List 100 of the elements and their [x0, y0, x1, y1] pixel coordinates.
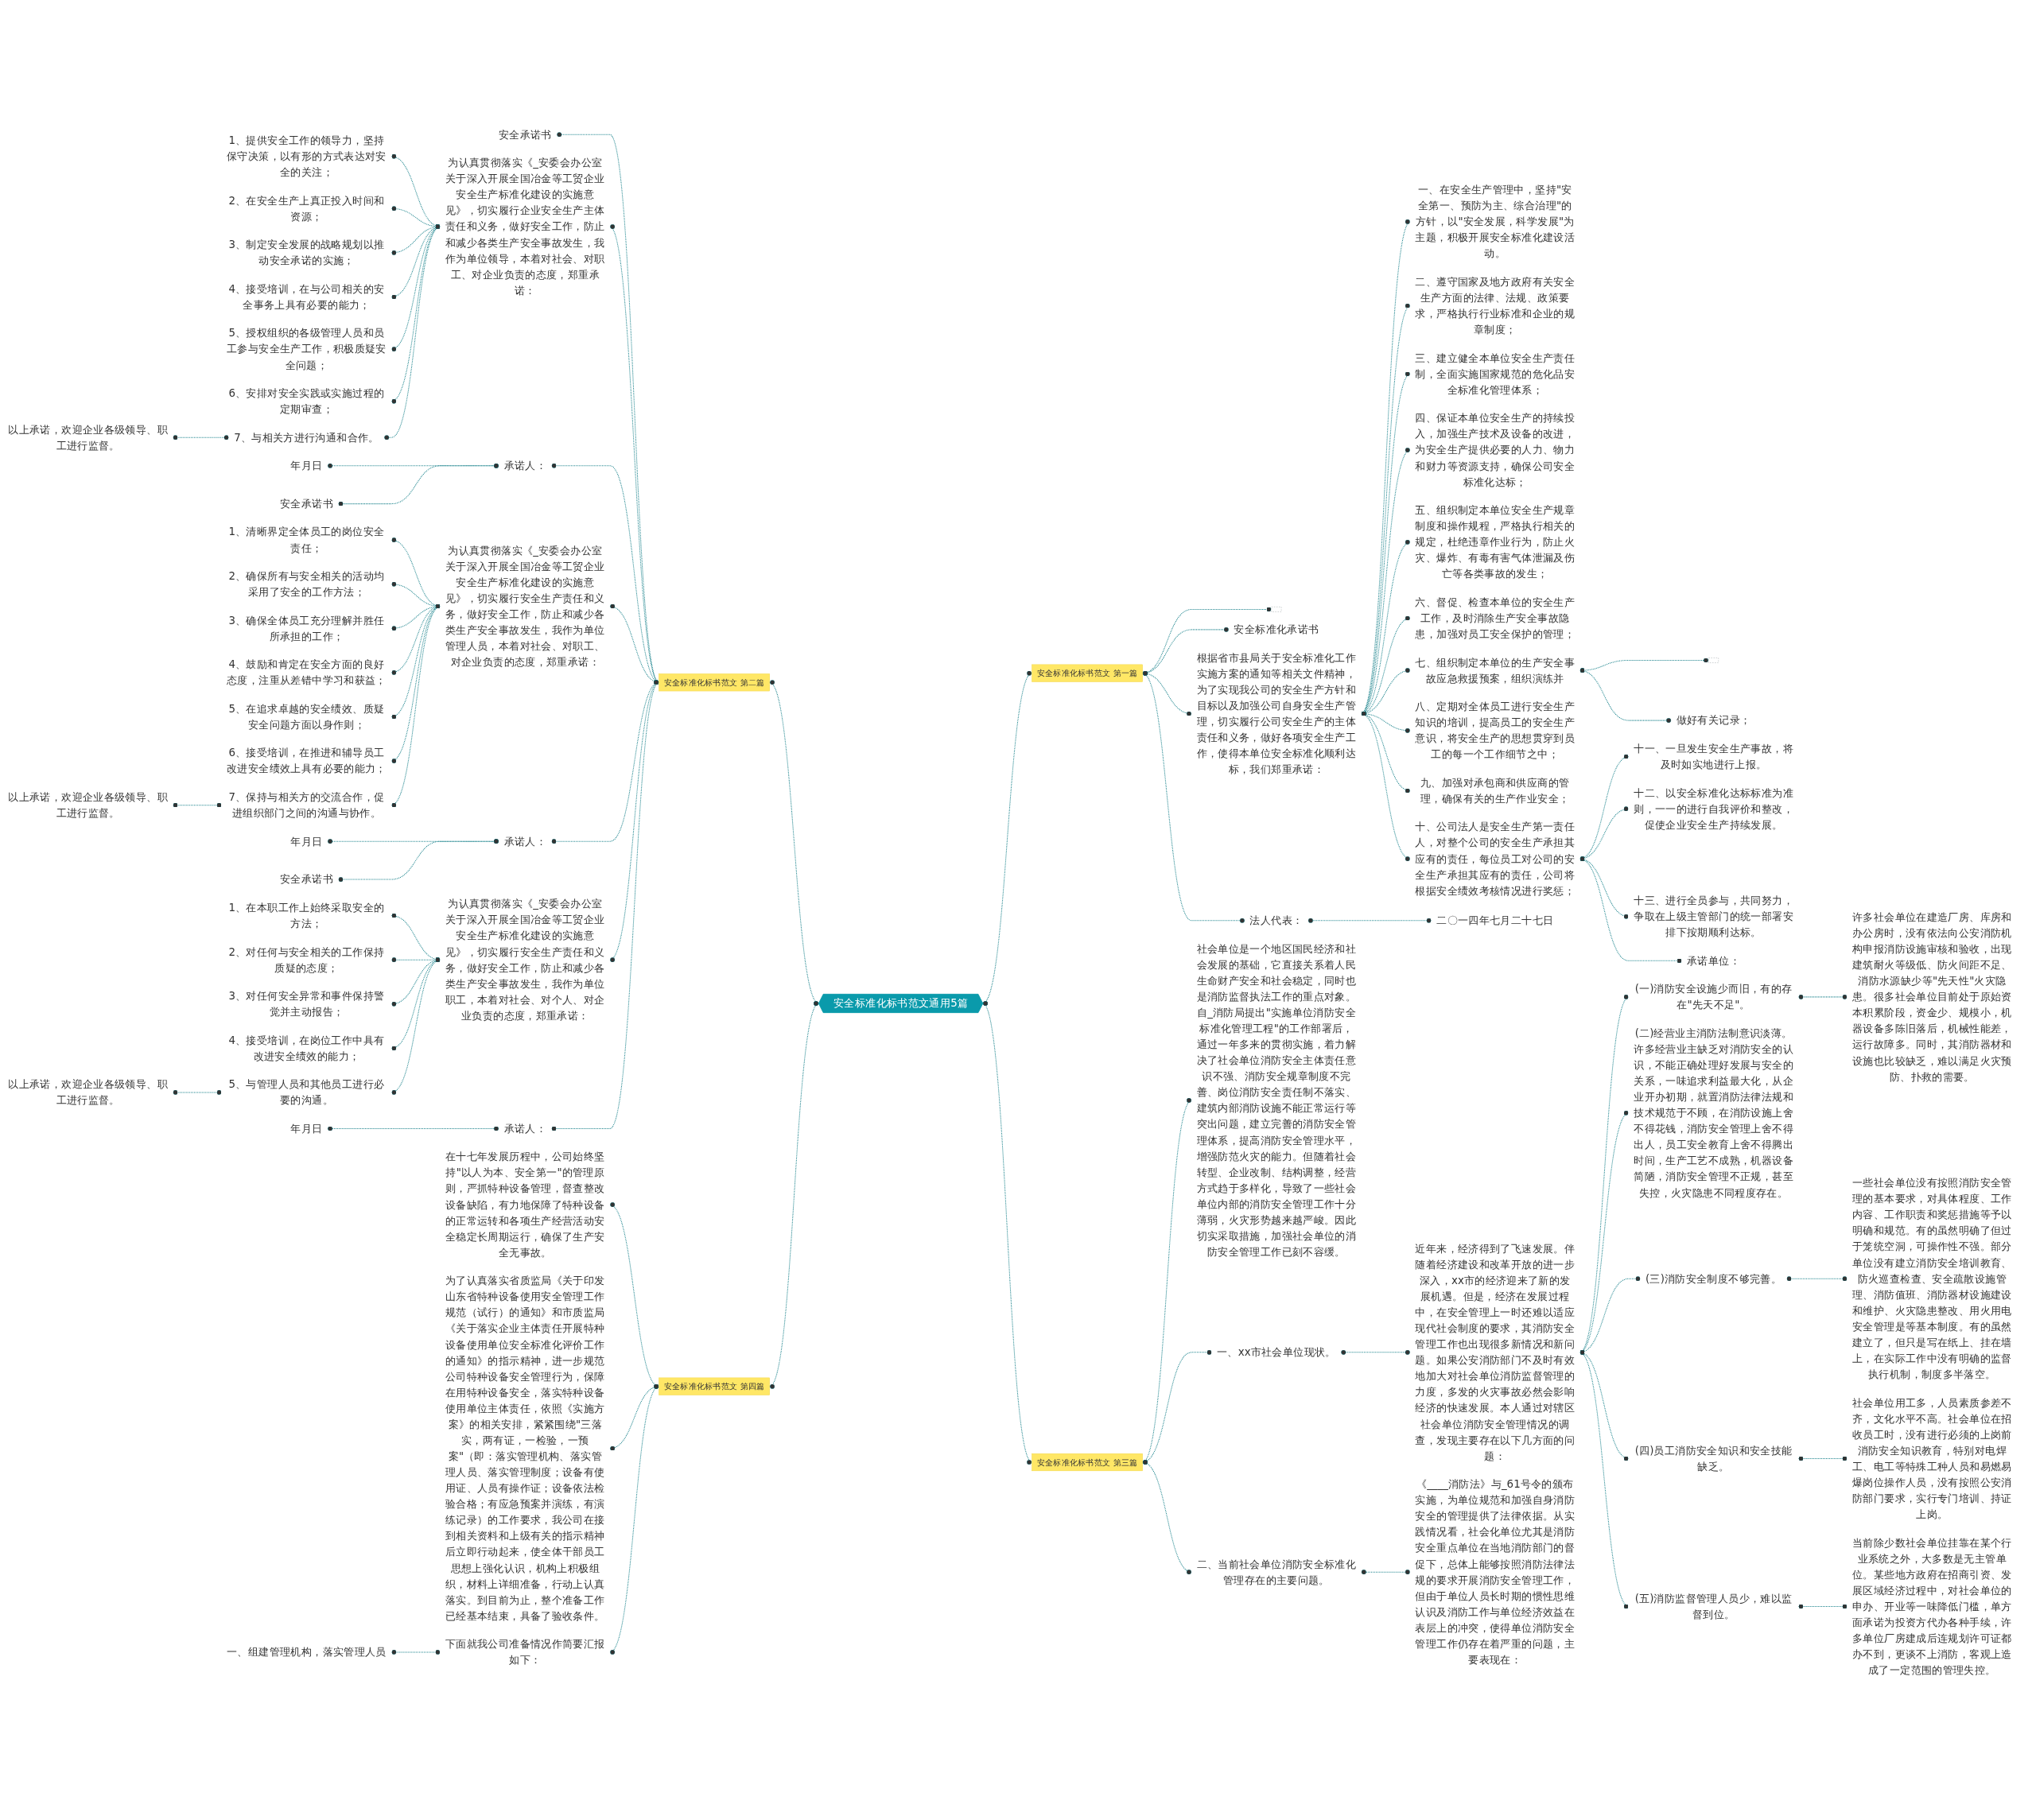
connector: [383, 225, 441, 440]
node-text: (四)员工消防安全知识和安全技能缺乏。: [1634, 1444, 1793, 1473]
node-text: 为认真贯彻落实《_安委会办公室关于深入开展全国冶金等工贸企业安全生产标准化建设的实施意见》，切实履行安全生产责任和义务，做好安全工作，防止和减少各类生产安全事故发生，我作为单位管理人员，本着对社会、对职工、对企业负责的态度，郑重承诺：: [445, 544, 605, 669]
node-text: (五)消防监督管理人员少，难以监督到位。: [1634, 1592, 1793, 1620]
connector: [172, 802, 223, 808]
node-text: (三)消防安全制度不够完善。: [1646, 1272, 1782, 1285]
node-text: 为认真贯彻落实《_安委会办公室关于深入开展全国冶金等工贸企业安全生产标准化建设的实施意见》，切实履行安全生产责任和义务，做好安全工作，防止和减少各类生产安全事故发生，我作为单位职工，本着对社会、对个人、对企业负责的态度，郑重承诺：: [445, 897, 605, 1022]
connector: [172, 435, 230, 440]
node-text: 4、鼓励和肯定在安全方面的良好态度，注重从差错中学习和获益；: [227, 658, 387, 687]
node-text: 做好有关记录；: [1676, 714, 1751, 727]
node-text: 二、遵守国家及地方政府有关安全生产方面的法律、法规、政策要求，严格执行行业标准和企业的规章制度；: [1415, 275, 1576, 336]
node-text: 七、组织制定本单位的生产安全事故应急救援预案，组织演练并: [1415, 656, 1576, 685]
node-text: 安全标准化承诺书: [1234, 623, 1319, 636]
node-text: 一、组建管理机构，落实管理人员: [227, 1645, 387, 1659]
node-text: 3、制定安全发展的战略规划以推动安全承诺的实施；: [228, 238, 385, 267]
node-text: 十、公司法人是安全生产第一责任人，对整个公司的安全生产承担其应有的责任，每位员工对公司的安全生产承担其应有的责任，公司将根据安全绩效考核情况进行奖惩；: [1415, 821, 1576, 897]
node-text: 7、与相关方进行沟通和合作。: [234, 431, 379, 444]
connector: [1307, 918, 1432, 923]
connector: [1360, 712, 1411, 860]
node-text: 为认真贯彻落实《_安委会办公室关于深入开展全国冶金等工贸企业安全生产标准化建设的实施意见》，切实履行企业安全生产主体责任和义务，做好安全工作，防止和减少各类生产安全事故发生，我作为单位领导，本着对社会、对职工、对企业负责的态度，郑重承诺：: [445, 156, 605, 297]
connector: [1579, 668, 1673, 724]
connector: [1785, 1276, 1848, 1282]
node-box: 安全标准化标书范文 第四篇: [659, 1377, 770, 1395]
node-box: 安全标准化标书范文 第三篇: [1032, 1453, 1143, 1472]
connector: [1142, 672, 1245, 923]
node-text: 6、接受培训，在推进和辅导员工改进安全绩效上具有必要的能力；: [227, 747, 387, 775]
node-text: 3、确保全体员工充分理解并胜任所承担的工作；: [228, 614, 385, 642]
node-text: 九、加强对承包商和供应商的管理，确保有关的生产作业安全；: [1420, 776, 1570, 805]
node-text: 十三、进行全员参与，共同努力，争取在上级主管部门的统一部署安排下按期顺利达标。: [1634, 894, 1793, 939]
node-text: 五、组织制定本单位安全生产规章制度和操作规程，严格执行相关的规定，杜绝违章作业行为，防止火灾、爆炸、有毒有害气体泄漏及伤亡等各类事故的发生；: [1415, 503, 1576, 580]
node-text: 以上承诺，欢迎企业各级领导、职工进行监督。: [8, 423, 168, 452]
node-text: 下面就我公司准备情况作简要汇报如下：: [445, 1637, 605, 1667]
node-box: 安全标准化标书范文 第二篇: [659, 673, 770, 692]
connector: [1797, 1604, 1848, 1609]
node-text: (一)消防安全设施少而旧，有的存在"先天不足"。: [1634, 982, 1793, 1011]
node-text: 承诺人：: [503, 835, 547, 848]
node-text: 法人代表：: [1249, 914, 1304, 927]
node-text: 3、对任何安全异常和事件保持警觉并主动报告；: [228, 989, 385, 1019]
node-text: 八、定期对全体员工进行安全生产知识的培训，提高员工的安全生产意识，将安全生产的思想贯穿到员工的每一个工作细节之中；: [1415, 700, 1576, 761]
node-box: [1271, 607, 1282, 612]
node-text: 2、对任何与安全相关的工作保持质疑的态度；: [228, 945, 385, 974]
node-text: 以上承诺，欢迎企业各级领导、职工进行监督。: [8, 790, 168, 820]
node-text: 二、当前社会单位消防安全标准化管理存在的主要问题。: [1196, 1558, 1357, 1586]
connector: [337, 839, 499, 883]
node-text: 承诺人：: [503, 1122, 547, 1135]
connector: [390, 1649, 441, 1655]
connector: [327, 1126, 499, 1131]
node-text: 年月日: [290, 1122, 323, 1135]
connector: [768, 1003, 820, 1387]
node-text: 社会单位是一个地区国民经济和社会发展的基础，它直接关系着人民生命财产安全和社会稳定，同时也是消防监督执法工作的重点对象。自_消防局提出"实施单位消防安全标准化管理工程"的工作部署后，通过一年多来的贯彻实施，着力解决了社会单位消防安全主体责任意识不强、消防安全规章制度不完善、岗位消防安全责任制不落实、建筑内部消防设施不能正常运行等突出问题，建立完善的消防安全管理体系，提高消防安全管理水平，增强防范火灾的能力。但随着社会转型、企业改制、结构调整，经营方式趋于多样化，导致了一些社会单位内部的消防安全管理工作十分薄弱，火灾形势越来越严峻。因此切实采取措施，加强社会单位的消防安全管理工作已刻不容缓。: [1196, 942, 1357, 1259]
node-text: 为了认真落实省质监局《关于印发山东省特种设备使用安全管理工作规范（试行）的通知》和市质监局《关于落实企业主体责任开展特种设备使用单位安全标准化评价工作的通知》的指示精神，进一步规范公司特种设备安全管理行为，保障在用特种设备安全，落实特种设备使用单位主体责任，依照《实施方案》的相关安排，紧紧围绕"三落实，两有证，一检验，一预案"（即：落实管理机构、落实管理人员、落实管理制度；设备有使用证、人员有操作证；设备依法检验合格；有应急预案并演练，有演练记录）的工作要求，我公司在接到相关资料和上级有关的指示精神后立即行动起来，使全体干部员工思想上强化认识，机构上积极组织，材料上详细准备，行动上认真落实。到目前为止，整个准备工作已经基本结束，具备了验收条件。: [445, 1274, 605, 1622]
node-text: 一、xx市社会单位现状。: [1217, 1345, 1336, 1359]
node-text: 二〇一四年七月二十七日: [1436, 914, 1554, 927]
node-text: 1、在本职工作上始终采取安全的方法；: [228, 901, 385, 930]
connector: [1360, 1570, 1411, 1575]
node-text: 承诺人：: [503, 459, 547, 472]
connector: [337, 463, 499, 506]
connector: [609, 1385, 660, 1653]
node-text: 十二、以安全标准化达标标准为准则，一一的进行自我评价和整改，促使企业安全生产持续发展。: [1634, 786, 1793, 831]
connector: [981, 1003, 1033, 1463]
node-box: 安全标准化标书范文 第一篇: [1032, 664, 1143, 682]
node-text: 一、在安全生产管理中，坚持"安全第一、预防为主、综合治理"的方针，以"安全发展，科学发展"为主题，积极开展安全标准化建设活动。: [1415, 183, 1576, 260]
node-text: 5、授权组织的各级管理人员和员工参与安全生产工作，积极质疑安全问题；: [227, 327, 387, 371]
node-text: 5、在追求卓越的安全绩效、质疑安全问题方面以身作则；: [228, 702, 385, 731]
node-text: 以上承诺，欢迎企业各级领导、职工进行监督。: [8, 1077, 168, 1107]
connector: [1797, 994, 1848, 999]
node-text: 社会单位用工多，人员素质参差不齐，文化水平不高。社会单位在招收员工时，没有进行必须的上岗前消防安全知识教育，特别对电焊工、电工等特殊工种人员和易燃易爆岗位操作人员，没有按照公安消防部门要求，实行专门培训、持证上岗。: [1852, 1396, 2012, 1521]
node-text: 6、安排对安全实践或实施过程的定期审查；: [228, 386, 385, 416]
node-box: [1708, 658, 1719, 663]
node-text: 1、清晰界定全体员工的岗位安全责任；: [228, 526, 385, 554]
connector: [1340, 1349, 1411, 1355]
node-text: 《____消防法》与_61号令的颁布实施，为单位规范和加强自身消防安全的管理提供了法律依据。从实践情况看，社会化单位尤其是消防安全重点单位在当地消防部门的督促下，总体上能够按照消防法律法规的要求开展消防安全管理工作，但由于单位人员长时期的惯性思维认识及消防工作与单位经济效益在表层上的冲突，使得单位消防安全管理工作仍存在着严重的问题，主要表现在：: [1415, 1477, 1576, 1667]
node-text: 许多社会单位在建造厂房、库房和办公房时，没有依法向公安消防机构申报消防设施审核和验收，出现建筑耐火等级低、防火间距不足、消防水源缺少等"先天性"火灾隐患。很多社会单位目前处于原始资本积累阶段，资金少、规模小，机器设备多陈旧落后，机械性能差，运行故障多。同时，其消防器材和设施也比较缺乏，难以满足火灾预防、扑救的需要。: [1852, 910, 2012, 1083]
node-text: 安全承诺书: [280, 873, 333, 886]
node-text: 在十七年发展历程中，公司始终坚持"以人为本、安全第一"的管理原则，严抓特种设备管理，督查整改设备缺陷，有力地保障了特种设备的正常运转和各项生产经营活动安全稳定长周期运行，确保了生产安全无事故。: [445, 1151, 605, 1259]
node-text: 年月日: [290, 835, 323, 848]
node-text: 根据省市县局关于安全标准化工作实施方案的通知等相关文件精神，为了实现我公司的安全生产方针和目标以及加强公司自身安全生产管理，切实履行公司安全生产的主体责任和义务，做好各项安全生产工作，使得本单位安全标准化顺利达标，我们郑重承诺：: [1196, 651, 1357, 776]
node-text: 近年来，经济得到了飞速发展。伴随着经济建设和改革开放的进一步深入，xx市的经济迎来了新的发展机遇。但是，经济在发展过程中，在安全管理上一时还难以适应现代社会制度的要求，其消防安全管理工作也出现很多新情况和新问题。如果公安消防部门不及时有效地加大对社会单位消防监督管理的力度，多发的火灾事故必然会影响经济的快速发展。本人通过对辖区社会单位消防安全管理情况的调查，发现主要存在以下几方面的问题：: [1415, 1242, 1576, 1462]
node-text: 承诺单位：: [1687, 954, 1740, 967]
node-text: 四、保证本单位安全生产的持续投入，加强生产技术及设备的改进，为安全生产提供必要的人力、物力和财力等资源支持，确保公司安全标准化达标；: [1415, 411, 1576, 488]
node-text: 2、在安全生产上真正投入时间和资源；: [228, 194, 385, 223]
connector: [1142, 1461, 1192, 1574]
node-text: 一些社会单位没有按照消防安全管理的基本要求，对具体程度、工作内容、工作职责和奖惩措施等予以明确和规范。有的虽然明确了但过于笼统空洞，可操作性不强。部分单位没有建立消防安全培训教育、防火巡查检查、安全疏散设施管理、消防值班、消防器材设施建设和维护、火灾隐患整改、用火用电安全管理是等基本制度。有的虽然建立了，但只是写在纸上、挂在墙上，在实际工作中没有明确的监督执行机制，制度多半落空。: [1852, 1176, 2012, 1381]
connector: [172, 1089, 223, 1096]
node-text: 六、督促、检查本单位的安全生产工作，及时消除生产安全事故隐患，加强对员工安全保护的管理；: [1415, 596, 1576, 641]
node-text: 1、提供安全工作的领导力，坚持保守决策，以有形的方式表达对安全的关注；: [227, 134, 387, 179]
node-text: 安全承诺书: [498, 128, 552, 141]
node-text: 当前除少数社会单位挂靠在某个行业系统之外，大多数是无主管单位。某些地方政府在招商引资、发展区域经济过程中，对社会单位的申办、开业等一味降低门槛，单方面承诺为投资方代办各种手续，许多单位厂房建成后连规划许可证都办不到，更谈不上消防，客观上造成了一定范围的管理失控。: [1852, 1536, 2012, 1677]
node-text: 年月日: [290, 459, 323, 472]
node-text: 4、接受培训，在岗位工作中具有改进安全绩效的能力；: [228, 1034, 385, 1062]
connector: [390, 605, 441, 806]
node-text: 三、建立健全本单位安全生产责任制，全面实施国家规范的危化品安全标准化管理体系；: [1415, 351, 1576, 396]
node-text: 安全承诺书: [280, 497, 333, 510]
node-text: 5、与管理人员和其他员工进行必要的沟通。: [228, 1077, 385, 1107]
connector: [1797, 1456, 1848, 1461]
node-text: 2、确保所有与安全相关的活动均采用了安全的工作方法；: [228, 569, 385, 599]
node-text: 4、接受培训，在与公司相关的安全事务上具有必要的能力；: [228, 282, 385, 311]
node-text: (二)经营业主消防法制意识淡薄。许多经营业主缺乏对消防安全的认识，不能正确处理好发展与安全的关系，一味追求利益最大化，从企业开办初期，就置消防法律法规和技术规范于不顾，在消防设施上舍不得花钱，消防安全管理上舍不得出人，员工安全教育上舍不得腾出时间，生产工艺不成熟，机器设备简陋，消防安全管理不正规，甚至失控，火灾隐患不同程度存在。: [1634, 1026, 1793, 1199]
node-text: 7、保持与相关方的交流合作，促进组织部门之间的沟通与协作。: [228, 790, 385, 820]
node-text: 十一、一旦发生安全生产事故，将及时如实地进行上报。: [1634, 742, 1793, 771]
